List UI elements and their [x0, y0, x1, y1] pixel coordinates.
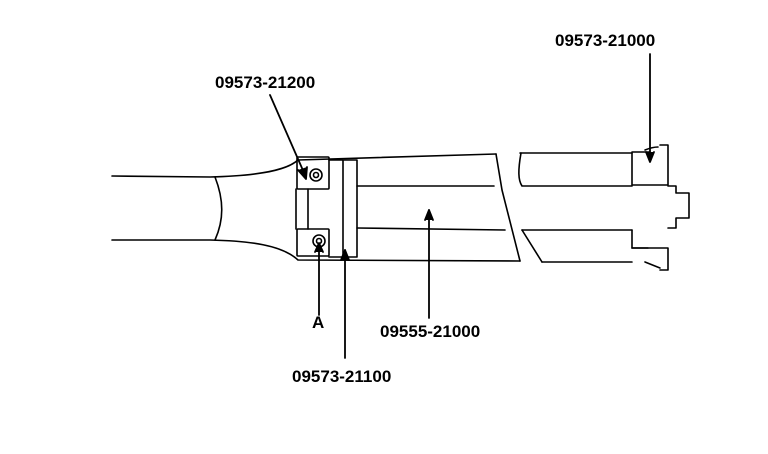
part-number-09555-21000: 09555-21000	[380, 322, 481, 341]
leader-lines	[269, 53, 655, 359]
part-number-09573-21000: 09573-21000	[555, 31, 656, 50]
part-number-09573-21100: 09573-21100	[292, 367, 392, 386]
axle-shaft-left	[111, 153, 521, 262]
axle-shaft-right	[518, 144, 690, 271]
part-number-09573-21200: 09573-21200	[215, 73, 316, 92]
callout-a: A	[312, 313, 325, 332]
bearing-seal-assembly	[295, 156, 358, 258]
